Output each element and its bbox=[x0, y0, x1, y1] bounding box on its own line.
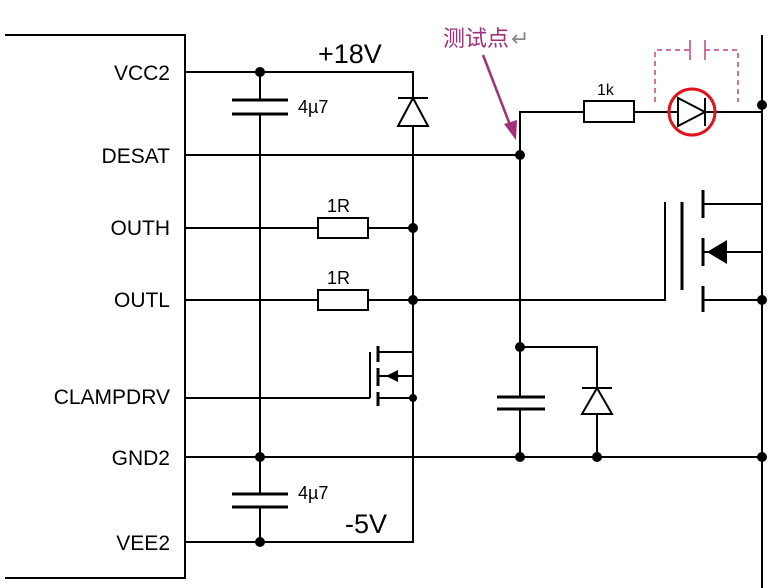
pin-outl: OUTL bbox=[114, 289, 170, 312]
test-point-arrow-head bbox=[504, 120, 517, 140]
pin-vcc2: VCC2 bbox=[114, 62, 170, 85]
cap2-label: 4µ7 bbox=[298, 483, 328, 503]
diode1-triangle bbox=[396, 95, 430, 127]
clamp-arrow bbox=[386, 370, 398, 382]
pin-desat: DESAT bbox=[102, 145, 171, 168]
wire-desat-diode bbox=[520, 346, 598, 388]
desat-diode-triangle bbox=[580, 385, 614, 415]
diode-highlight-circle bbox=[667, 87, 717, 137]
resistor-outl bbox=[317, 289, 369, 311]
cap1-label: 4µ7 bbox=[298, 97, 328, 117]
return-mark: ↵ bbox=[511, 27, 529, 52]
wire-vcc2 bbox=[185, 71, 414, 98]
diode-hv-triangle bbox=[677, 96, 708, 128]
pin-outh: OUTH bbox=[111, 217, 171, 240]
rail-neg-label: -5V bbox=[345, 509, 387, 539]
igbt-arrow bbox=[707, 240, 727, 264]
wire-desat-up bbox=[519, 111, 584, 155]
junction-right-top bbox=[757, 100, 767, 110]
pin-gnd2: GND2 bbox=[112, 447, 170, 470]
resistor-desat bbox=[583, 100, 635, 123]
dashed-cap-right bbox=[705, 49, 739, 102]
test-point-label: 测试点 bbox=[443, 27, 509, 52]
rail-pos-label: +18V bbox=[318, 39, 382, 69]
resistor-outl-label: 1R bbox=[327, 268, 350, 288]
dashed-cap-left bbox=[654, 49, 690, 102]
resistor-outh-label: 1R bbox=[327, 196, 350, 216]
resistor-desat-label: 1k bbox=[597, 82, 615, 99]
resistor-outh bbox=[317, 217, 369, 239]
driver-ic-outline bbox=[5, 34, 186, 579]
test-point-arrow-line bbox=[481, 54, 514, 131]
pin-vee2: VEE2 bbox=[116, 532, 170, 555]
wire-vee2 bbox=[185, 398, 414, 543]
pin-clampdrv: CLAMPDRV bbox=[54, 386, 170, 409]
